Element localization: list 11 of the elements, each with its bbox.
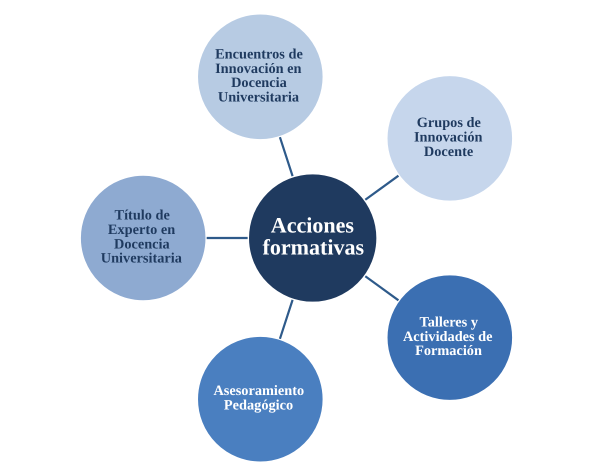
node-circle: Talleres y Actividades de Formación — [384, 272, 514, 402]
node-circle: Acciones formativas — [246, 172, 378, 304]
node-circle: Encuentros de Innovación en Docencia Universitaria — [195, 12, 324, 141]
connector — [278, 299, 294, 339]
connector — [278, 136, 294, 176]
connector — [364, 274, 399, 301]
connector — [364, 174, 399, 200]
connector — [206, 236, 248, 239]
node-circle: Título de Experto en Docencia Universitaria — [78, 173, 208, 302]
node-circle: Asesoramiento Pedagógico — [195, 334, 324, 464]
node-circle: Grupos de Innovación Docente — [384, 73, 514, 202]
